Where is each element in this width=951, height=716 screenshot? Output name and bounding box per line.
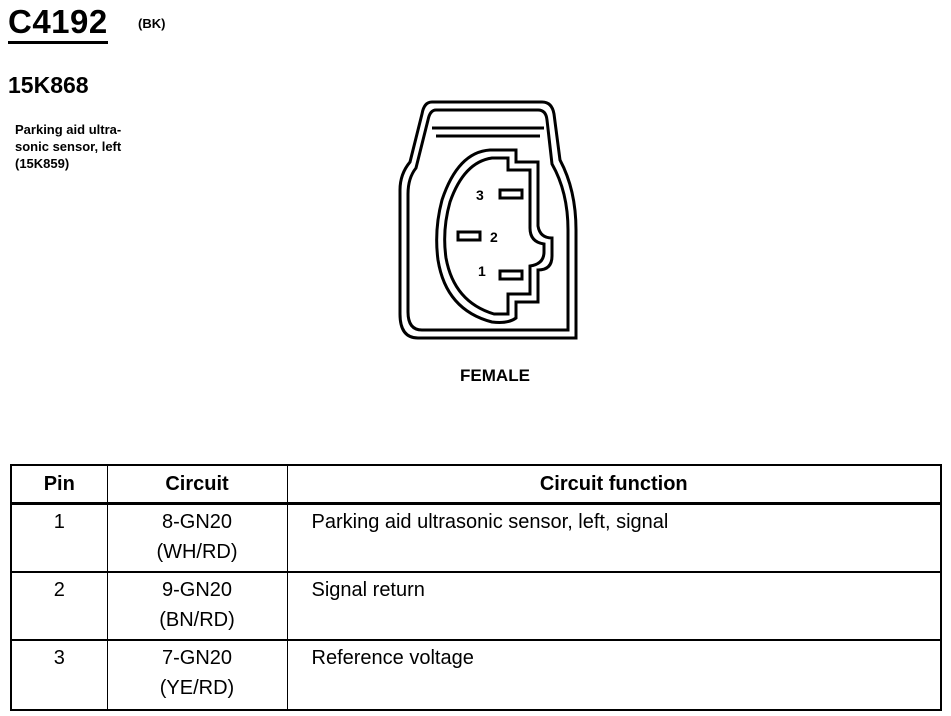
- table-row: 2 9-GN20 (BN/RD) Signal return: [10, 572, 942, 641]
- circuit-cell: 7-GN20 (YE/RD): [106, 640, 288, 710]
- table-row: 1 8-GN20 (WH/RD) Parking aid ultrasonic …: [10, 503, 942, 573]
- part-number: 15K868: [8, 72, 89, 98]
- pin-insert: [435, 148, 554, 324]
- circuit-function: Signal return: [286, 572, 942, 641]
- circuit-id: 7-GN20: [161, 647, 233, 669]
- circuit-function: Parking aid ultrasonic sensor, left, sig…: [286, 503, 942, 573]
- pin-label-3: 3: [476, 187, 484, 203]
- header-pin: Pin: [10, 465, 108, 505]
- pin-label-2: 2: [490, 229, 498, 245]
- pin-number: 2: [10, 572, 108, 641]
- connector-id: C4192: [8, 4, 108, 44]
- connector-inner-shell: [406, 108, 570, 332]
- pin-label-1: 1: [478, 263, 486, 279]
- wire-color: (BN/RD): [159, 609, 235, 631]
- connector-outer-shell: [398, 100, 578, 340]
- pin-1-socket: [498, 269, 524, 281]
- connector-face-diagram: 3 2 1: [398, 100, 578, 340]
- header-function: Circuit function: [286, 465, 942, 505]
- pin-2-socket: [456, 230, 482, 242]
- pin-table: Pin Circuit Circuit function 1 8-GN20 (W…: [10, 464, 942, 711]
- pin-insert-inner: [443, 156, 546, 316]
- circuit-cell: 8-GN20 (WH/RD): [106, 503, 288, 573]
- pin-number: 1: [10, 503, 108, 573]
- circuit-id: 8-GN20: [161, 511, 233, 533]
- pin-table-header: Pin Circuit Circuit function: [10, 465, 942, 505]
- wire-color: (YE/RD): [159, 677, 235, 699]
- table-row: 3 7-GN20 (YE/RD) Reference voltage: [10, 640, 942, 710]
- connector-color-code: (BK): [138, 16, 166, 31]
- component-description: Parking aid ultra- sonic sensor, left (1…: [15, 122, 122, 171]
- circuit-function: Reference voltage: [286, 640, 942, 710]
- header-circuit: Circuit: [106, 465, 288, 505]
- circuit-cell: 9-GN20 (BN/RD): [106, 572, 288, 641]
- wire-color: (WH/RD): [156, 541, 238, 563]
- pin-number: 3: [10, 640, 108, 710]
- pin-3-socket: [498, 188, 524, 200]
- connector-gender-label: FEMALE: [460, 366, 530, 385]
- circuit-id: 9-GN20: [161, 579, 233, 601]
